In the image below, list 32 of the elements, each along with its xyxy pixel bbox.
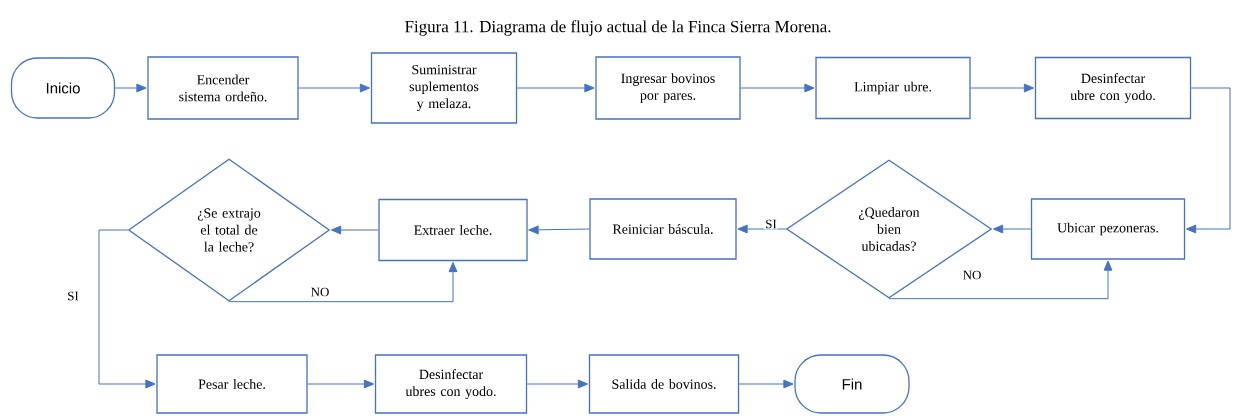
arrow: [993, 224, 1032, 234]
arrow: [738, 379, 794, 389]
arrow: [516, 83, 595, 93]
process-box: Pesar leche.: [156, 354, 308, 414]
arrow: [528, 225, 590, 235]
arrow: [331, 225, 379, 235]
arrow: [526, 379, 589, 389]
edge-label: SI: [66, 290, 80, 302]
arrow: [888, 260, 1113, 300]
process-box: Ingresar bovinos por pares.: [595, 56, 741, 120]
process-box: Suministrar suplementos y melaza.: [370, 52, 518, 124]
arrow: [1186, 87, 1231, 234]
process-box: Limpiar ubre.: [815, 56, 971, 120]
arrow: [114, 83, 147, 93]
title: Figura 11. Diagrama de flujo actual de la Finca Sierra Morena.: [405, 20, 831, 36]
process-box: Reiniciar báscula.: [589, 198, 737, 260]
edge-label: NO: [309, 286, 331, 298]
process-box: Extraer leche.: [378, 198, 528, 262]
arrow: [740, 83, 815, 93]
arrow: [307, 379, 375, 389]
arrow: [737, 224, 787, 234]
process-box: Encender sistema ordeño.: [147, 56, 299, 120]
edge-label: SI: [764, 218, 778, 230]
arrow: [298, 83, 371, 93]
edge-label: NO: [961, 269, 983, 281]
process-box: Desinfectar ubre con yodo.: [1034, 56, 1192, 120]
process-box: Salida de bovinos.: [588, 354, 740, 414]
process-box: Ubicar pezoneras.: [1030, 198, 1186, 260]
process-box: Desinfectar ubres con yodo.: [374, 354, 528, 414]
arrow: [98, 229, 156, 389]
arrow: [228, 262, 458, 303]
arrow: [970, 83, 1035, 93]
